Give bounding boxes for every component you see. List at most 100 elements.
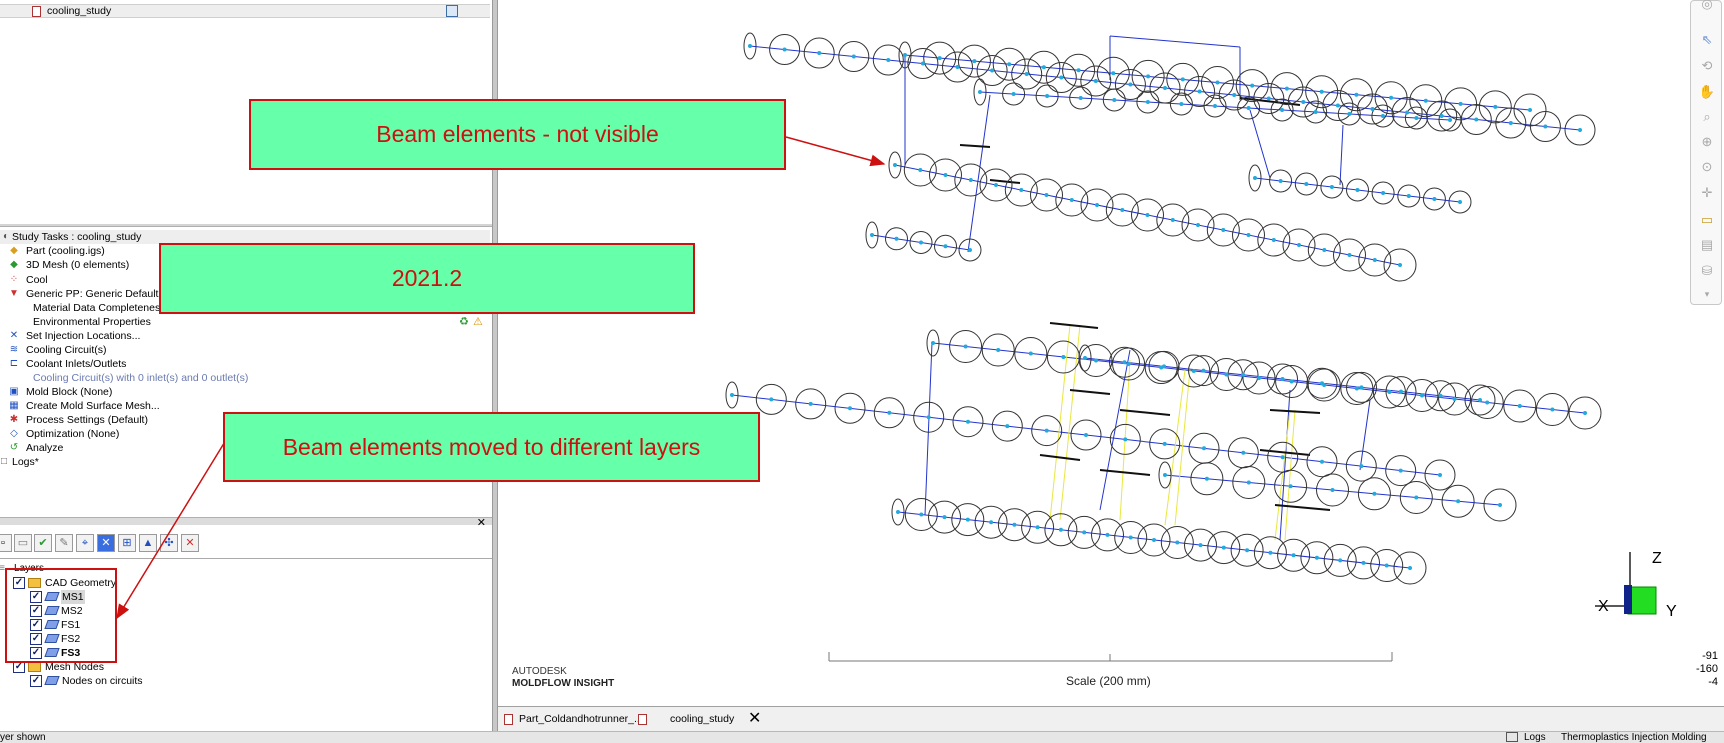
mesh-node xyxy=(1224,372,1229,377)
channel-ring xyxy=(1339,78,1373,112)
new-layer-button[interactable]: ▫ xyxy=(0,534,12,552)
center-icon[interactable]: ✛ xyxy=(1701,185,1713,200)
channel-ring xyxy=(1347,546,1380,580)
measure-icon[interactable]: ▭ xyxy=(1700,212,1714,227)
mesh-node xyxy=(1058,527,1063,532)
brand-moldflow: MOLDFLOW INSIGHT xyxy=(512,678,615,689)
tab-label: cooling_study xyxy=(670,713,735,725)
channel-ring xyxy=(1031,415,1063,447)
tree-item-cooling-study[interactable]: cooling_study xyxy=(0,4,490,18)
layer-assign-button[interactable]: ⌖ xyxy=(76,534,94,552)
channel-ring xyxy=(1346,371,1377,403)
channel-ring xyxy=(923,41,957,75)
mesh-node xyxy=(1320,381,1324,386)
activate-layer-button[interactable]: ✔ xyxy=(34,534,52,552)
close-icon[interactable]: ✕ xyxy=(476,517,486,529)
ms2-checkbox[interactable]: ✓ xyxy=(30,605,42,617)
more-icon[interactable]: ▾ xyxy=(1704,289,1710,299)
mesh-node xyxy=(972,59,977,64)
layer-up-button[interactable]: ▲ xyxy=(139,534,157,552)
logs-icon[interactable] xyxy=(1506,732,1518,742)
mesh-node xyxy=(1354,92,1359,97)
channel-ring xyxy=(1014,337,1048,370)
channel-ring xyxy=(1232,466,1266,499)
mesh-node xyxy=(1128,535,1133,540)
status-text: yer shown xyxy=(0,732,46,743)
mesh-node xyxy=(1583,411,1587,415)
panel-splitter[interactable] xyxy=(492,0,498,731)
mesh-node xyxy=(943,173,948,177)
close-icon[interactable]: ✕ xyxy=(748,710,762,727)
channel-ring xyxy=(1218,79,1250,111)
cooling-circuit-model[interactable]: Z X Y xyxy=(498,0,1724,706)
mesh-node xyxy=(920,61,925,66)
select-icon[interactable]: ⇖ xyxy=(1701,32,1713,47)
layers-view-icon[interactable]: ⛁ xyxy=(1701,263,1713,278)
callout-version: 2021.2 xyxy=(159,243,695,314)
tab-cooling-study[interactable]: cooling_study ✕ xyxy=(638,709,768,729)
channel-ring xyxy=(1004,173,1038,207)
channel-ring xyxy=(1374,81,1408,115)
mesh-node xyxy=(996,348,1001,352)
channel-ring xyxy=(1438,108,1462,132)
channel-ring xyxy=(1568,396,1602,430)
mesh-node xyxy=(1304,182,1309,186)
channel-ring xyxy=(1320,175,1344,199)
tab-part-coldandhotrunner[interactable]: Part_Coldandhotrunner_... xyxy=(504,709,643,729)
mesh-node xyxy=(1278,179,1283,183)
mesh-nodes-checkbox[interactable]: ✓ xyxy=(13,661,25,673)
zoom-window-icon[interactable]: ⊕ xyxy=(1701,134,1713,149)
mesh-node xyxy=(1543,124,1548,129)
study-tasks-panel: ◐ Study Tasks : cooling_study ◆ Part (co… xyxy=(0,227,492,517)
layers-divider[interactable]: ✕ xyxy=(0,517,492,529)
mesh-node xyxy=(1170,218,1175,222)
axis-x-label: X xyxy=(1598,598,1609,615)
delete-layer-button[interactable]: ✕ xyxy=(97,534,115,552)
mesh-node xyxy=(1241,372,1245,377)
status-logs[interactable]: Logs xyxy=(1524,732,1546,743)
views-icon[interactable]: ▤ xyxy=(1700,237,1714,252)
layers-root-icon: ≡ xyxy=(0,563,5,574)
channel-ring xyxy=(1201,66,1234,99)
view-cube-icon[interactable]: ◎ xyxy=(1701,0,1713,11)
mesh-node xyxy=(1474,117,1479,122)
expand-layer-button[interactable]: ⊞ xyxy=(118,534,136,552)
mesh-node xyxy=(1408,566,1412,570)
status-bar: yer shown Logs Thermoplastics Injection … xyxy=(0,731,1724,743)
mesh-node xyxy=(1221,228,1226,232)
rotate-icon[interactable]: ⟲ xyxy=(1701,58,1713,73)
nodes-on-circuits-checkbox[interactable]: ✓ xyxy=(30,675,42,687)
panel-divider[interactable] xyxy=(0,224,492,227)
channel-ring xyxy=(1080,65,1112,97)
cad-geometry-checkbox[interactable]: ✓ xyxy=(13,577,25,589)
zoom-icon[interactable]: ⌕ xyxy=(1703,109,1711,124)
layer-move-button[interactable]: ✣ xyxy=(160,534,178,552)
study-status-icon[interactable] xyxy=(446,5,458,17)
layer-properties-button[interactable]: ✎ xyxy=(55,534,73,552)
mesh-node xyxy=(893,163,897,167)
channel-ring xyxy=(1021,510,1055,544)
channel-ring xyxy=(942,51,973,83)
channel-ring xyxy=(904,498,938,531)
zoom-fit-icon[interactable]: ⊙ xyxy=(1701,159,1713,174)
coord-z: -4 xyxy=(1708,676,1718,688)
channel-ring xyxy=(1069,86,1093,110)
channel-ring xyxy=(952,406,984,438)
layer-blank-button[interactable]: ▭ xyxy=(14,534,32,552)
fs1-checkbox[interactable]: ✓ xyxy=(30,619,42,631)
mesh-node xyxy=(1245,548,1250,553)
pan-icon[interactable]: ✋ xyxy=(1698,84,1716,99)
mesh-node xyxy=(1120,208,1125,212)
layer-remove-button[interactable]: ✕ xyxy=(181,534,199,552)
channel-ring xyxy=(1275,365,1309,398)
mesh-node xyxy=(1198,543,1203,548)
tasks-icon: ◐ xyxy=(2,231,10,242)
mesh-node xyxy=(1498,503,1502,507)
mesh-node xyxy=(1280,455,1285,460)
mesh-node xyxy=(1456,499,1461,504)
fs2-checkbox[interactable]: ✓ xyxy=(30,633,42,645)
channel-ring xyxy=(1184,528,1217,562)
ms1-checkbox[interactable]: ✓ xyxy=(30,591,42,603)
channel-ring xyxy=(1203,94,1227,118)
fs3-checkbox[interactable]: ✓ xyxy=(30,647,42,659)
